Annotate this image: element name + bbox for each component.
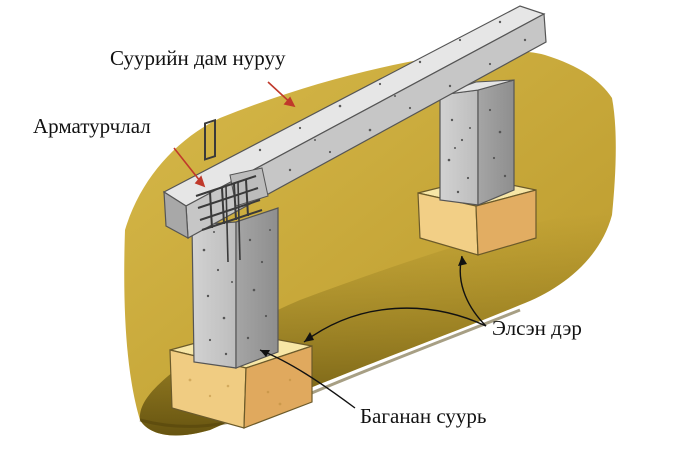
foundation-beam <box>162 5 547 240</box>
rebar-cage <box>195 118 263 263</box>
label-arrows-red <box>173 81 296 188</box>
sand-bed-label: Элсэн дэр <box>492 316 582 340</box>
pointer-arrowheads <box>260 256 467 357</box>
rebar-label: Арматурчлал <box>33 114 151 138</box>
pillar-front <box>191 207 279 369</box>
pillar-foundation-label: Баганан суурь <box>360 404 487 428</box>
beam-label: Суурийн дам нуруу <box>110 46 286 70</box>
pillar-back <box>439 79 515 206</box>
